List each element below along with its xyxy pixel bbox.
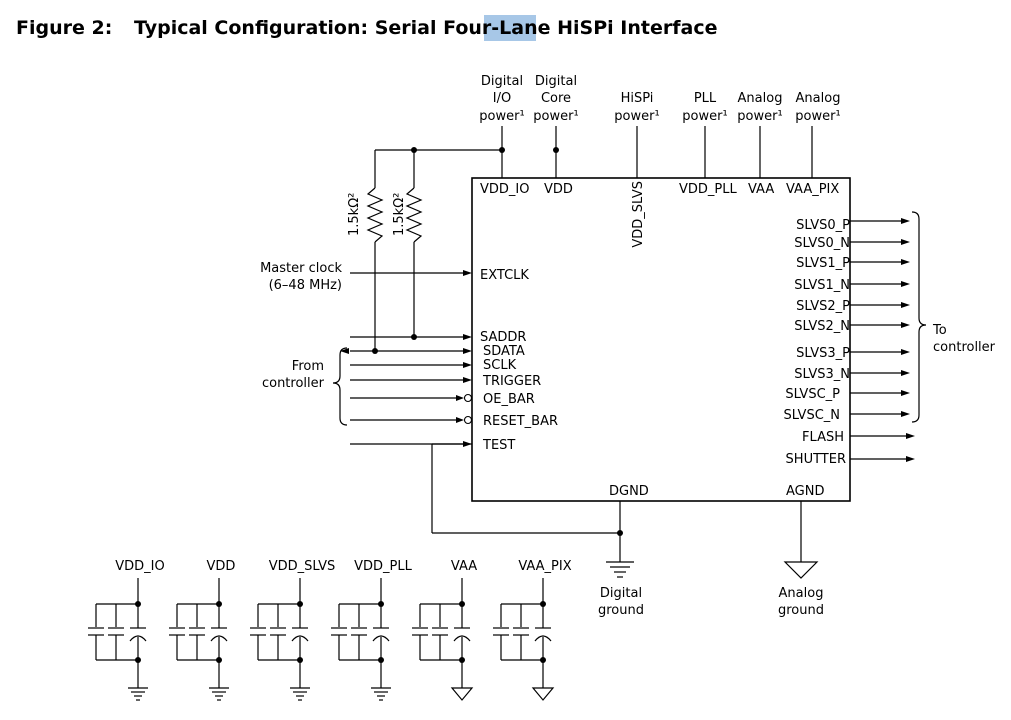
test-ground-wire (431, 443, 623, 536)
digital-ground-symbol (606, 501, 634, 578)
svg-text:power¹: power¹ (737, 109, 782, 124)
decap-network-3 (331, 578, 391, 701)
decoupling-capacitors (88, 578, 555, 701)
svg-text:Analog: Analog (738, 91, 783, 106)
decap-network-1 (169, 578, 229, 701)
pin-agnd: AGND (786, 484, 824, 499)
svg-text:power¹: power¹ (614, 109, 659, 124)
to-controller-brace (911, 211, 927, 423)
svg-text:Digital: Digital (481, 74, 523, 89)
analog-ground-symbol (783, 501, 819, 579)
pin-saddr: SADDR (480, 330, 526, 345)
pin-slvsc-n: SLVSC_N (783, 408, 840, 423)
pin-slvs1-p: SLVS1_P (796, 256, 850, 271)
figure-title: Typical Configuration: Serial Four-Lane … (134, 17, 717, 39)
sensor-chip (471, 177, 851, 502)
pin-extclk: EXTCLK (480, 268, 529, 283)
controller-signal-lines (350, 334, 473, 447)
pin-slvs0-p: SLVS0_P (796, 218, 850, 233)
to-controller-label-2: controller (933, 340, 996, 355)
pin-slvs0-n: SLVS0_N (794, 236, 850, 251)
pin-slvs2-n: SLVS2_N (794, 319, 850, 334)
digital-ground-label: Digital (600, 586, 642, 601)
power-label-analog-2: Analog power¹ (795, 91, 840, 124)
decap-label-vaa: VAA (451, 559, 477, 574)
decap-network-2 (250, 578, 310, 701)
decap-label-vdd-pll: VDD_PLL (354, 559, 412, 574)
master-clock-frequency: (6–48 MHz) (269, 278, 342, 293)
pin-shutter: SHUTTER (786, 452, 846, 467)
pin-slvs1-n: SLVS1_N (794, 278, 850, 293)
figure-number: Figure 2: (16, 17, 112, 39)
pin-slvs3-n: SLVS3_N (794, 367, 850, 382)
power-label-pll: PLL power¹ (682, 91, 727, 124)
svg-text:I/O: I/O (493, 91, 511, 106)
from-controller-label-2: controller (262, 376, 325, 391)
svg-text:power¹: power¹ (479, 109, 524, 124)
pin-dgnd: DGND (609, 484, 649, 499)
pin-vdd: VDD (544, 182, 573, 197)
svg-text:PLL: PLL (694, 91, 717, 106)
decap-network-5 (493, 578, 555, 701)
analog-ground-label: Analog (779, 586, 824, 601)
pin-oe-bar: OE_BAR (483, 392, 535, 407)
digital-ground-label-2: ground (598, 603, 644, 618)
extclk-line (350, 270, 472, 276)
pin-sdata: SDATA (483, 344, 525, 359)
decap-label-vdd-io: VDD_IO (115, 559, 164, 574)
pin-vaa: VAA (748, 182, 774, 197)
pin-slvsc-p: SLVSC_P (785, 387, 840, 402)
pin-vdd-slvs: VDD_SLVS (631, 181, 646, 248)
power-label-analog-1: Analog power¹ (737, 91, 782, 124)
svg-text:HiSPi: HiSPi (621, 91, 654, 106)
to-controller-label: To (932, 323, 947, 338)
analog-ground-label-2: ground (778, 603, 824, 618)
power-label-hispi: HiSPi power¹ (614, 91, 659, 124)
pin-slvs3-p: SLVS3_P (796, 346, 850, 361)
pin-trigger: TRIGGER (482, 374, 541, 389)
svg-text:power¹: power¹ (533, 109, 578, 124)
from-controller-brace (332, 347, 348, 426)
decap-label-vdd: VDD (207, 559, 236, 574)
power-label-digital-io: Digital I/O power¹ (479, 74, 524, 124)
pin-test: TEST (482, 438, 515, 453)
decap-network-0 (88, 578, 148, 701)
svg-text:Core: Core (541, 91, 571, 106)
svg-text:power¹: power¹ (682, 109, 727, 124)
power-label-digital-core: Digital Core power¹ (533, 74, 578, 124)
sdata-return-arrow (340, 348, 349, 354)
power-rails (375, 126, 813, 178)
resistor-label-1: 1.5kΩ² (347, 193, 362, 236)
pin-vdd-pll: VDD_PLL (679, 182, 737, 197)
pin-sclk: SCLK (483, 358, 517, 373)
output-arrows (850, 218, 915, 462)
pin-slvs2-p: SLVS2_P (796, 299, 850, 314)
resistor-label-2: 1.5kΩ² (392, 193, 407, 236)
decap-network-4 (412, 578, 474, 701)
from-controller-label: From (292, 359, 324, 374)
decap-label-vdd-slvs: VDD_SLVS (269, 559, 336, 574)
pin-vdd-io: VDD_IO (480, 182, 529, 197)
decap-label-vaa-pix: VAA_PIX (518, 559, 571, 574)
svg-text:Analog: Analog (796, 91, 841, 106)
master-clock-label: Master clock (260, 261, 342, 276)
svg-text:Digital: Digital (535, 74, 577, 89)
pin-flash: FLASH (802, 430, 844, 445)
pin-vaa-pix: VAA_PIX (786, 182, 839, 197)
svg-text:power¹: power¹ (795, 109, 840, 124)
title-highlight (484, 15, 536, 41)
pullup-resistors (366, 150, 423, 354)
pin-reset-bar: RESET_BAR (483, 414, 558, 429)
